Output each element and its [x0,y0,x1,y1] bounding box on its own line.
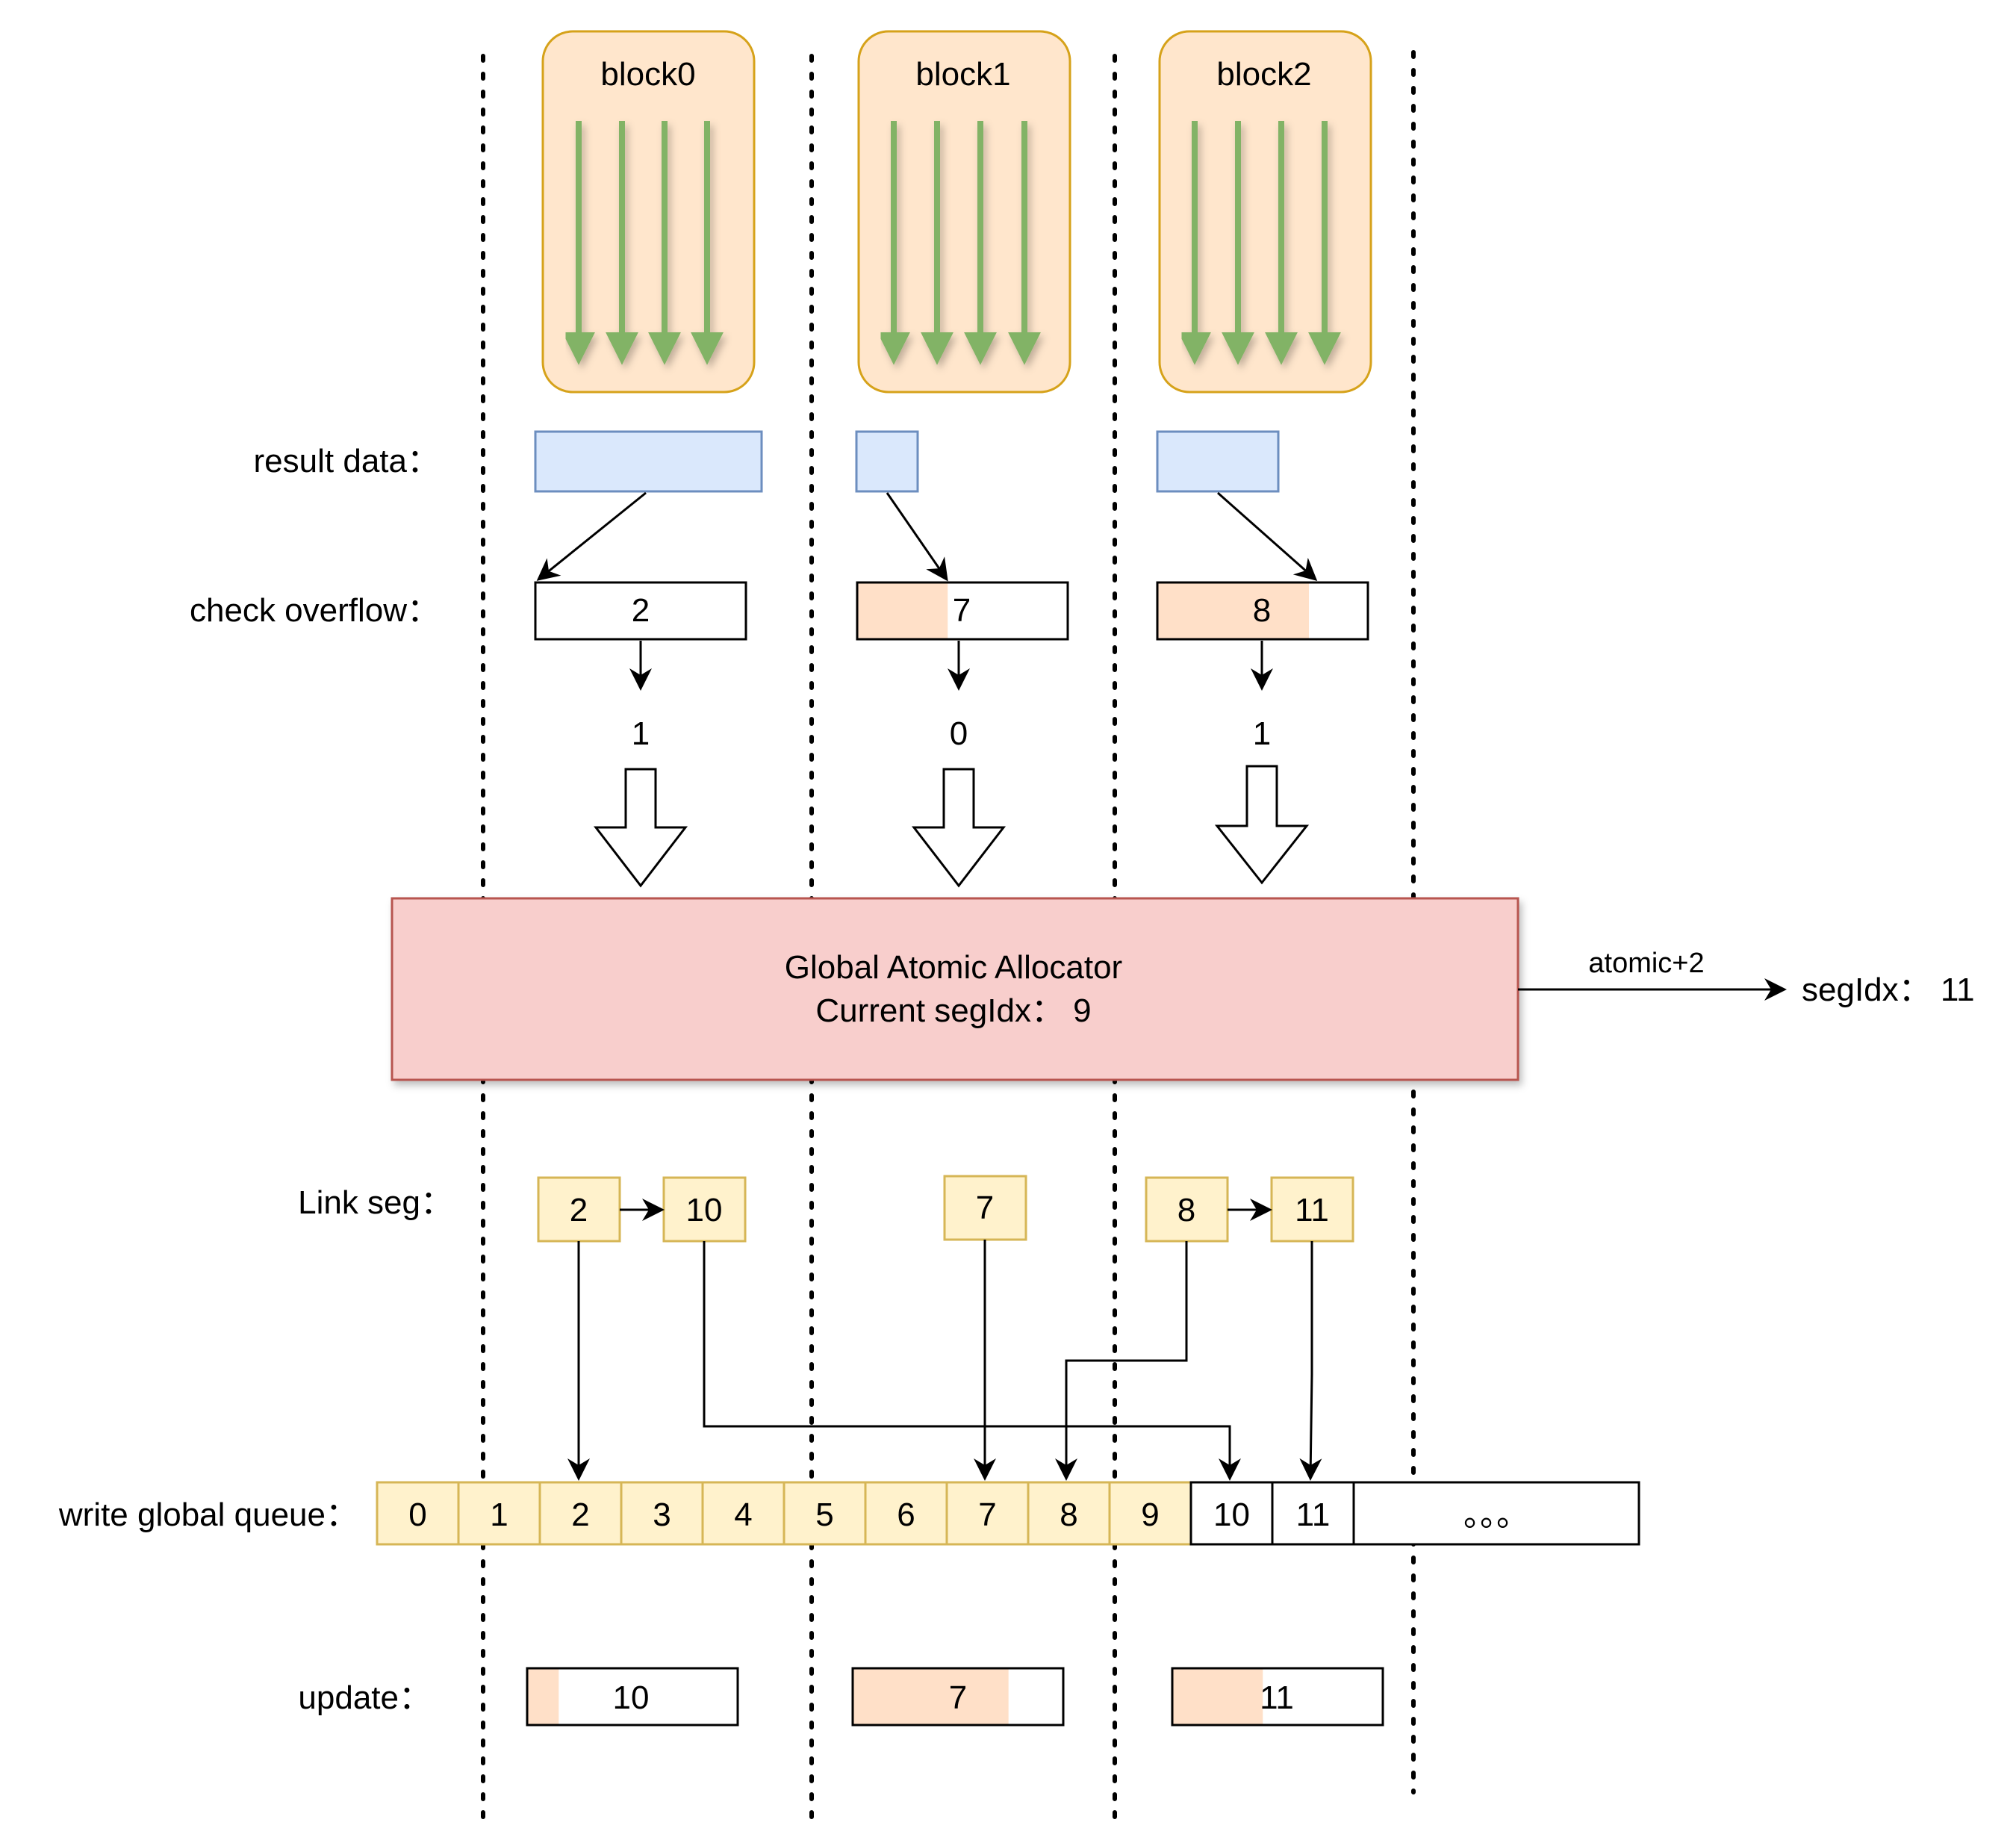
block-title: block1 [915,56,1010,93]
block-title: block0 [600,56,695,93]
update-box-fill [527,1668,559,1725]
queue-cell-label: 6 [897,1497,915,1533]
update-box-value: 11 [1260,1679,1294,1716]
queue-cell-label: 11 [1296,1497,1331,1533]
check-box-block2: 8 [1156,581,1369,641]
seg-box [662,1176,747,1243]
connector-arrow [1055,1241,1188,1481]
row-label-write-global-queue: write global queue： [58,1497,358,1533]
connector-arrow [703,1241,1241,1481]
queue-cell [1108,1481,1192,1546]
check-box-block0: 2 [534,581,747,641]
thread-arrows [1178,121,1341,365]
result-data-row [534,430,1280,493]
seg-box [943,1175,1027,1241]
queue-cell-label: 1 [490,1497,508,1533]
queue-cell [864,1481,948,1546]
flow-arrow [1217,491,1318,581]
seg-box-label: 7 [976,1190,994,1226]
update-row: 10 7 11 [526,1667,1384,1727]
thread-block-1: block1 [857,30,1071,394]
update-box-block1: 7 [851,1667,1065,1727]
update-box-frame [851,1667,1065,1727]
update-box-frame [1171,1667,1384,1727]
queue-cell-label: 9 [1141,1497,1159,1533]
thread-arrows [877,121,1041,365]
queue-cell [457,1481,541,1546]
seg-box-label: 8 [1177,1192,1195,1228]
update-box-value: 10 [613,1679,650,1716]
update-box-frame [526,1667,739,1727]
queue-cell-label: 5 [815,1497,833,1533]
check-box-frame [534,581,747,641]
queue-cell [620,1481,704,1546]
flow-arrow [536,491,647,581]
connector-arrow [1299,1241,1322,1481]
queue-cell [945,1481,1030,1546]
thread-block-2: block2 [1158,30,1372,394]
flow-arrow [886,492,948,582]
queue-cell [376,1481,460,1546]
seg-box-label: 11 [1295,1192,1329,1228]
row-label-check-overflow: check overflow： [190,592,440,629]
seg-box-label: 10 [686,1192,723,1228]
check-box-fill [1157,582,1310,639]
queue-cell-label: 10 [1213,1497,1250,1533]
hollow-down-arrow-icon [911,768,1007,888]
check-box-frame [1156,581,1369,641]
result-data-block0 [534,430,763,493]
seg-box [537,1176,621,1243]
hollow-down-arrow-icon [593,768,688,888]
row-label-link-seg: Link seg： [298,1184,453,1221]
queue-connectors [567,1240,1322,1481]
overflow-flag-block2: 1 [1253,715,1271,752]
queue-cell [1027,1481,1111,1546]
overflow-flag-block1: 0 [950,715,968,752]
allocator-title: Global Atomic Allocator [785,949,1122,986]
queue-cell-label: 2 [571,1497,589,1533]
check-box-value: 7 [953,592,971,629]
block-title: block2 [1216,56,1311,93]
atomic-op-label: atomic+2 [1588,948,1704,979]
update-box-block2: 11 [1171,1667,1384,1727]
check-box-value: 8 [1253,592,1271,629]
queue-cell [538,1481,623,1546]
seg-box [1270,1176,1354,1243]
queue-cell-label: 4 [734,1497,752,1533]
check-box-fill [857,582,948,639]
hollow-down-arrow-icon [1214,765,1310,885]
thread-block-0: block0 [541,30,756,394]
queue-cell-label: 7 [978,1497,996,1533]
row-label-result-data: result data： [254,443,440,479]
seg-box-label: 2 [570,1192,588,1228]
check-overflow-row: 2 7 8 [534,581,1369,641]
check-box-block1: 7 [856,581,1069,641]
result-data-block1 [855,430,919,493]
queue-cell-label: 3 [653,1497,671,1533]
update-box-fill [853,1668,1009,1725]
thread-arrows [562,121,724,365]
update-box-value: 7 [949,1679,967,1716]
update-box-fill [1172,1668,1263,1725]
check-box-value: 2 [632,592,650,629]
queue-cell-label: 8 [1060,1497,1077,1533]
link-seg-row: 2 10 7 8 11 [537,1175,1354,1243]
check-box-frame [856,581,1069,641]
overflow-flag-block0: 1 [632,715,650,752]
seg-box [1145,1176,1229,1243]
allocator-result: segIdx： 11 [1802,972,1975,1008]
result-data-block2 [1156,430,1280,493]
allocator-current: Current segIdx： 9 [815,992,1091,1029]
row-label-update: update： [298,1679,432,1716]
queue-cell-label: 。。。 [1463,1497,1529,1533]
global-atomic-allocator: Global Atomic Allocator Current segIdx： … [391,897,1519,1081]
queue-cell [1352,1481,1640,1546]
update-box-block0: 10 [526,1667,739,1727]
global-queue: 0 1 2 3 4 5 6 7 8 9 10 11 。。。 [376,1481,1640,1546]
queue-cell-label: 0 [408,1497,426,1533]
queue-cell [1189,1481,1274,1546]
